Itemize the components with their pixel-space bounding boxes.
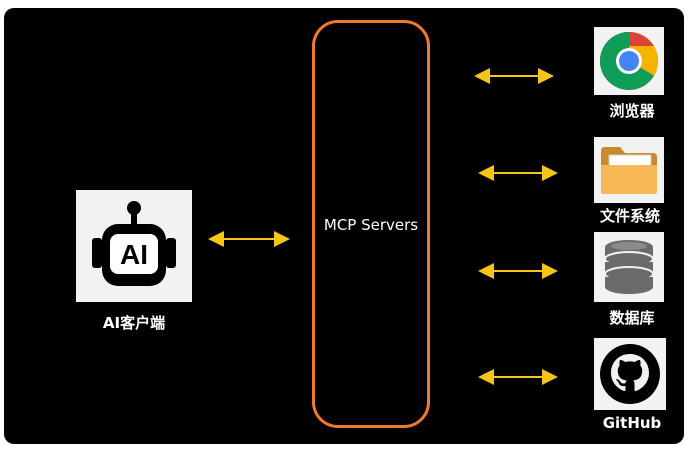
robot-icon: AI [92,201,176,286]
github-tile [594,338,666,410]
github-label: GitHub [602,414,662,432]
robot-icon-text: AI [120,239,148,270]
ai-client-label: AI客户端 [102,314,166,332]
mcp-servers-box [312,20,430,428]
folder-tile [594,137,664,203]
database-icon [604,240,654,294]
database-label: 数据库 [609,309,655,327]
folder-icon [601,147,657,194]
chrome-icon [600,31,658,90]
chrome-label: 浏览器 [609,102,655,120]
database-tile [594,232,664,302]
github-icon [600,344,660,404]
ai-client-tile: AI [76,190,192,302]
folder-label: 文件系统 [599,207,660,225]
mcp-servers-label: MCP Servers [323,216,419,234]
chrome-tile [594,27,664,95]
